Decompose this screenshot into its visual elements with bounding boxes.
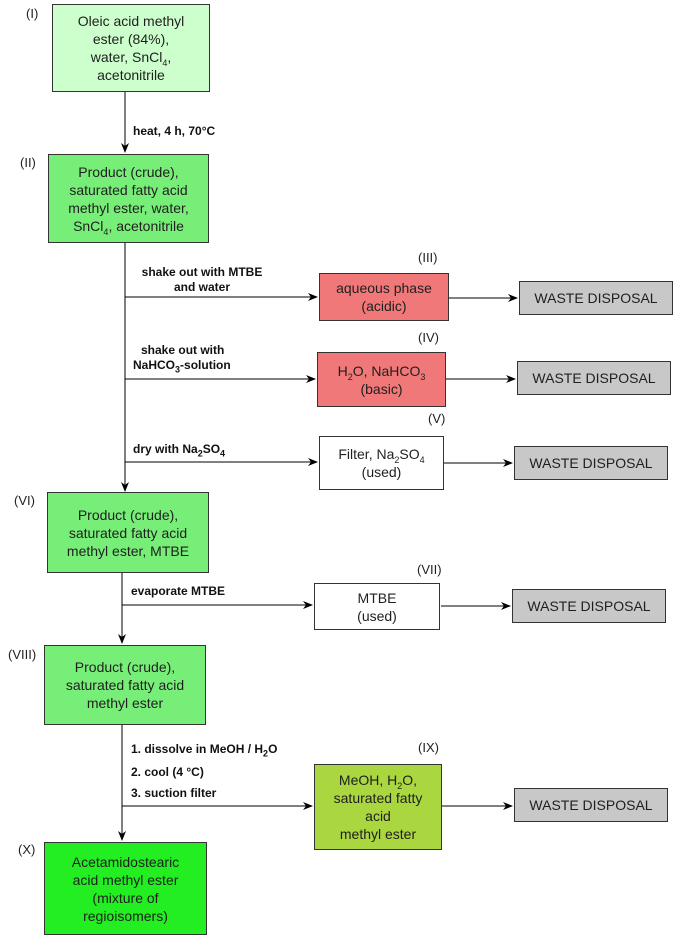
- step-label-ii: (II): [20, 155, 36, 170]
- node-vi-text: Product (crude), saturated fatty acid me…: [66, 506, 190, 559]
- step-label-viii: (VIII): [8, 647, 37, 662]
- action-heat: heat, 4 h, 70°C: [133, 124, 216, 138]
- waste-disposal-label: WASTE DISPOSAL: [532, 370, 656, 386]
- node-iii: aqueous phase (acidic): [319, 273, 449, 321]
- action-shake-nahco3-line2: NaHCO3-solution: [133, 358, 231, 375]
- step-label-i: (I): [26, 6, 39, 21]
- action-shake-mtbe-line1: shake out with MTBE: [141, 265, 263, 279]
- node-iii-text: aqueous phase (acidic): [336, 280, 432, 314]
- step-label-iii: (III): [418, 250, 438, 265]
- node-x-text: Acetamidostearic acid methyl ester (mixt…: [71, 853, 180, 924]
- action-dry: dry with Na2SO4: [133, 442, 226, 459]
- action-shake-nahco3: shake out with NaHCO3-solution: [133, 343, 231, 375]
- action-shake-mtbe: shake out with MTBE and water: [133, 265, 271, 295]
- waste-disposal-label: WASTE DISPOSAL: [527, 598, 651, 614]
- step-label-ix: (IX): [418, 740, 439, 755]
- action-dissolve: 1. dissolve in MeOH / H2O: [131, 742, 278, 759]
- node-ii: Product (crude), saturated fatty acid me…: [48, 154, 209, 243]
- waste-disposal-label: WASTE DISPOSAL: [529, 455, 653, 471]
- waste-disposal-box: WASTE DISPOSAL: [512, 589, 666, 623]
- step-label-vi: (VI): [14, 493, 35, 508]
- action-evaporate: evaporate MTBE: [131, 584, 226, 598]
- action-suction-filter: 3. suction filter: [131, 786, 217, 800]
- node-v-text: Filter, Na2SO4 (used): [338, 446, 425, 480]
- node-ix-text: MeOH, H2O, saturated fatty acid methyl e…: [333, 772, 423, 842]
- action-shake-mtbe-line2: and water: [173, 280, 230, 294]
- action-shake-nahco3-line1: shake out with: [141, 343, 225, 357]
- waste-disposal-box: WASTE DISPOSAL: [514, 446, 668, 480]
- node-ii-text: Product (crude), saturated fatty acid me…: [68, 163, 189, 237]
- node-ix: MeOH, H2O, saturated fatty acid methyl e…: [314, 764, 442, 850]
- node-viii-text: Product (crude), saturated fatty acid me…: [65, 659, 185, 711]
- node-x: Acetamidostearic acid methyl ester (mixt…: [44, 842, 207, 935]
- node-iv: H2O, NaHCO3 (basic): [317, 352, 446, 407]
- node-i-text: Oleic acid methyl ester (84%), water, Sn…: [77, 13, 185, 83]
- action-cool: 2. cool (4 °C): [131, 765, 204, 779]
- node-i: Oleic acid methyl ester (84%), water, Sn…: [52, 4, 210, 92]
- node-vii: MTBE (used): [314, 583, 440, 630]
- waste-disposal-box: WASTE DISPOSAL: [517, 361, 671, 395]
- node-v: Filter, Na2SO4 (used): [319, 436, 444, 490]
- step-label-x: (X): [18, 842, 36, 857]
- waste-disposal-label: WASTE DISPOSAL: [534, 290, 658, 306]
- step-label-v: (V): [428, 411, 446, 426]
- waste-disposal-box: WASTE DISPOSAL: [514, 788, 668, 822]
- node-vi: Product (crude), saturated fatty acid me…: [47, 492, 209, 573]
- step-label-vii: (VII): [417, 562, 442, 577]
- node-vii-text: MTBE (used): [357, 589, 397, 624]
- node-iv-text: H2O, NaHCO3 (basic): [337, 362, 426, 397]
- node-viii: Product (crude), saturated fatty acid me…: [44, 645, 206, 725]
- waste-disposal-box: WASTE DISPOSAL: [519, 281, 673, 315]
- waste-disposal-label: WASTE DISPOSAL: [529, 797, 653, 813]
- step-label-iv: (IV): [418, 330, 439, 345]
